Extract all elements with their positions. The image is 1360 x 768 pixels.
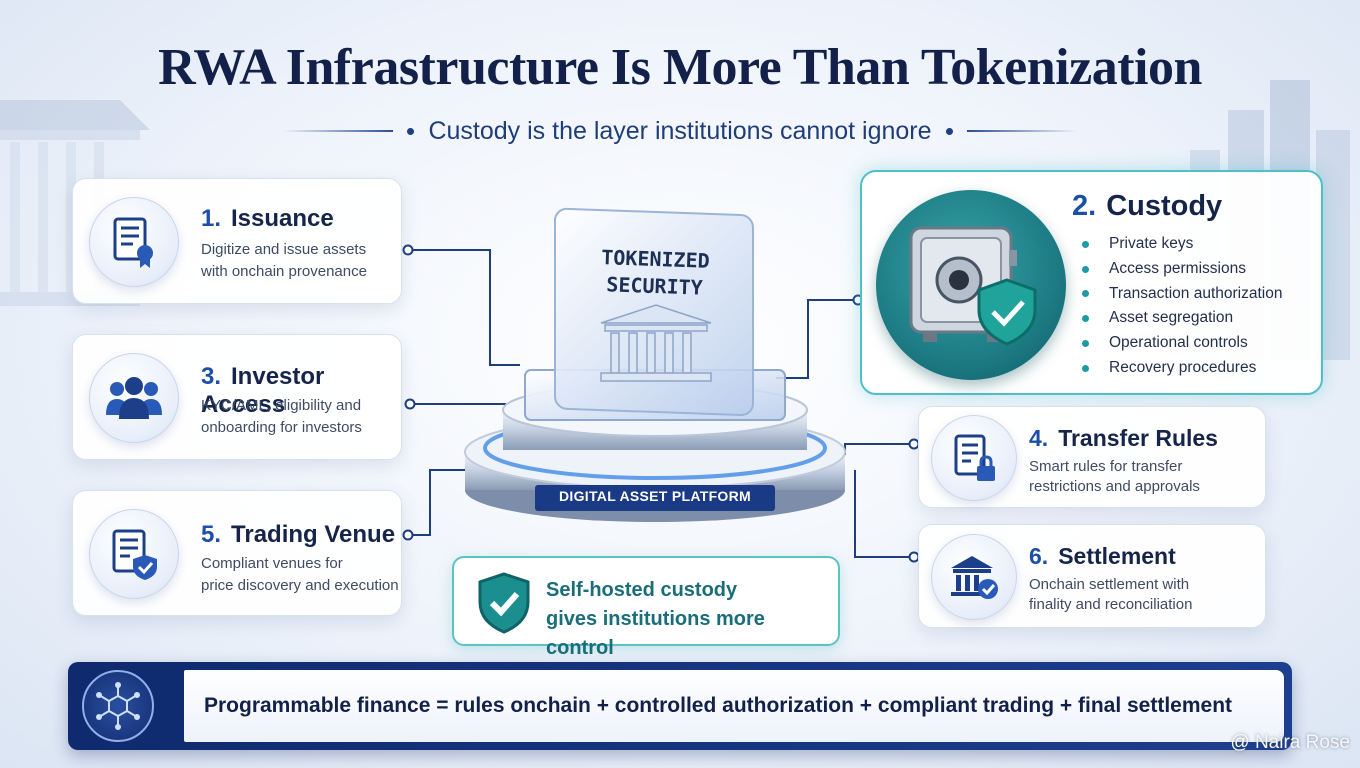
callout-line1: Self-hosted custody — [546, 579, 738, 601]
bullet-dot — [1082, 364, 1089, 372]
custody-item-text: Asset segregation — [1109, 309, 1234, 327]
document-lock-icon — [931, 415, 1017, 501]
platform-label: DIGITAL ASSET PLATFORM — [559, 488, 751, 504]
investor-access-title-text: Investor Access — [201, 363, 325, 418]
subtitle-right-rule — [966, 130, 1077, 132]
banner-equation: Programmable finance = rules onchain + c… — [204, 694, 1233, 717]
card-transfer-rules: 4. Transfer Rules Smart rules for transfe… — [918, 406, 1266, 508]
issuance-desc-line2: with onchain provenance — [201, 263, 367, 280]
card-trading-venue: 5. Trading Venue Compliant venues for pri… — [72, 490, 402, 616]
settlement-title-text: Settlement — [1058, 543, 1176, 569]
self-hosted-callout: Self-hosted custody gives institutions m… — [452, 556, 840, 659]
issuance-title-text: Issuance — [231, 205, 334, 232]
subtitle-right-dot — [945, 127, 953, 135]
issuance-title: 1. Issuance — [201, 205, 334, 233]
custody-list: Private keys Access permissions Transact… — [1082, 232, 1282, 381]
issuance-desc-line1: Digitize and issue assets — [201, 241, 367, 258]
list-item: Transaction authorization — [1082, 282, 1282, 307]
custody-item-text: Private keys — [1109, 235, 1194, 252]
trading-venue-desc-line1: Compliant venues for — [201, 555, 343, 572]
issuance-number: 1. — [201, 205, 222, 232]
subtitle-row: Custody is the layer institutions cannot… — [0, 116, 1360, 146]
settlement-number: 6. — [1029, 543, 1049, 569]
bullet-dot — [1082, 290, 1089, 298]
subtitle-left-rule — [283, 130, 394, 132]
settlement-title: 6. Settlement — [1029, 543, 1176, 570]
trading-venue-description: Compliant venues for price discovery and… — [201, 553, 399, 597]
custody-item-text: Access permissions — [1109, 259, 1246, 277]
settlement-desc-line1: Onchain settlement with — [1029, 576, 1190, 593]
transfer-rules-description: Smart rules for transfer restrictions an… — [1029, 457, 1200, 497]
trading-venue-desc-line2: price discovery and execution — [201, 577, 399, 594]
trading-venue-title: 5. Trading Venue — [201, 521, 395, 549]
custody-item-text: Transaction authorization — [1109, 284, 1283, 302]
document-shield-icon — [89, 509, 179, 599]
page-subtitle: Custody is the layer institutions cannot… — [428, 116, 932, 145]
network-cube-icon — [82, 670, 154, 742]
card-investor-access: 3.Investor Access KYC/AML, eligibility a… — [72, 334, 402, 460]
users-icon — [89, 353, 179, 443]
transfer-rules-desc-line2: restrictions and approvals — [1029, 478, 1200, 495]
token-label: TOKENIZED SECURITY — [554, 243, 756, 304]
investor-access-desc-line2: onboarding for investors — [201, 419, 362, 436]
subtitle-left-dot — [407, 127, 415, 135]
bullet-dot — [1082, 240, 1089, 248]
investor-access-title: 3.Investor Access — [201, 363, 401, 419]
transfer-rules-title: 4. Transfer Rules — [1029, 425, 1218, 452]
list-item: Operational controls — [1082, 331, 1282, 356]
tokenized-security-platform — [464, 207, 846, 522]
card-issuance: 1. Issuance Digitize and issue assets wit… — [72, 178, 402, 304]
vault-shield-icon — [876, 190, 1066, 380]
banner-panel — [184, 670, 1284, 742]
page-title: RWA Infrastructure Is More Than Tokeniza… — [158, 39, 1202, 96]
callout-line2: gives institutions more control — [546, 608, 765, 659]
trading-venue-title-text: Trading Venue — [231, 521, 396, 548]
list-item: Recovery procedures — [1082, 356, 1282, 381]
investor-access-number: 3. — [201, 363, 222, 390]
certificate-icon — [89, 197, 179, 287]
custody-title: 2. Custody — [1072, 190, 1222, 223]
custody-item-text: Operational controls — [1109, 334, 1248, 352]
watermark: @ Naira Rose — [1230, 732, 1350, 753]
list-item: Asset segregation — [1082, 306, 1282, 331]
list-item: Access permissions — [1082, 257, 1282, 282]
list-item: Private keys — [1082, 232, 1282, 257]
settlement-desc-line2: finality and reconciliation — [1029, 596, 1193, 613]
shield-check-icon — [478, 572, 530, 634]
transfer-rules-number: 4. — [1029, 425, 1049, 451]
custody-title-text: Custody — [1106, 190, 1223, 222]
bottom-banner: Programmable finance = rules onchain + c… — [68, 662, 1292, 750]
settlement-description: Onchain settlement with finality and rec… — [1029, 575, 1192, 615]
callout-text: Self-hosted custody gives institutions m… — [546, 576, 838, 663]
investor-access-desc-line1: KYC/AML, eligibility and — [201, 397, 362, 414]
custody-item-text: Recovery procedures — [1109, 358, 1257, 376]
custody-number: 2. — [1072, 190, 1097, 222]
issuance-description: Digitize and issue assets with onchain p… — [201, 239, 367, 283]
card-custody: 2. Custody Private keys Access permission… — [860, 170, 1323, 395]
bullet-dot — [1082, 315, 1089, 323]
bullet-dot — [1082, 265, 1089, 273]
trading-venue-number: 5. — [201, 521, 222, 548]
investor-access-description: KYC/AML, eligibility and onboarding for … — [201, 395, 362, 439]
bullet-dot — [1082, 340, 1089, 348]
card-settlement: 6. Settlement Onchain settlement with fin… — [918, 524, 1266, 628]
transfer-rules-title-text: Transfer Rules — [1058, 425, 1218, 451]
bank-check-icon — [931, 534, 1017, 620]
transfer-rules-desc-line1: Smart rules for transfer — [1029, 458, 1183, 475]
